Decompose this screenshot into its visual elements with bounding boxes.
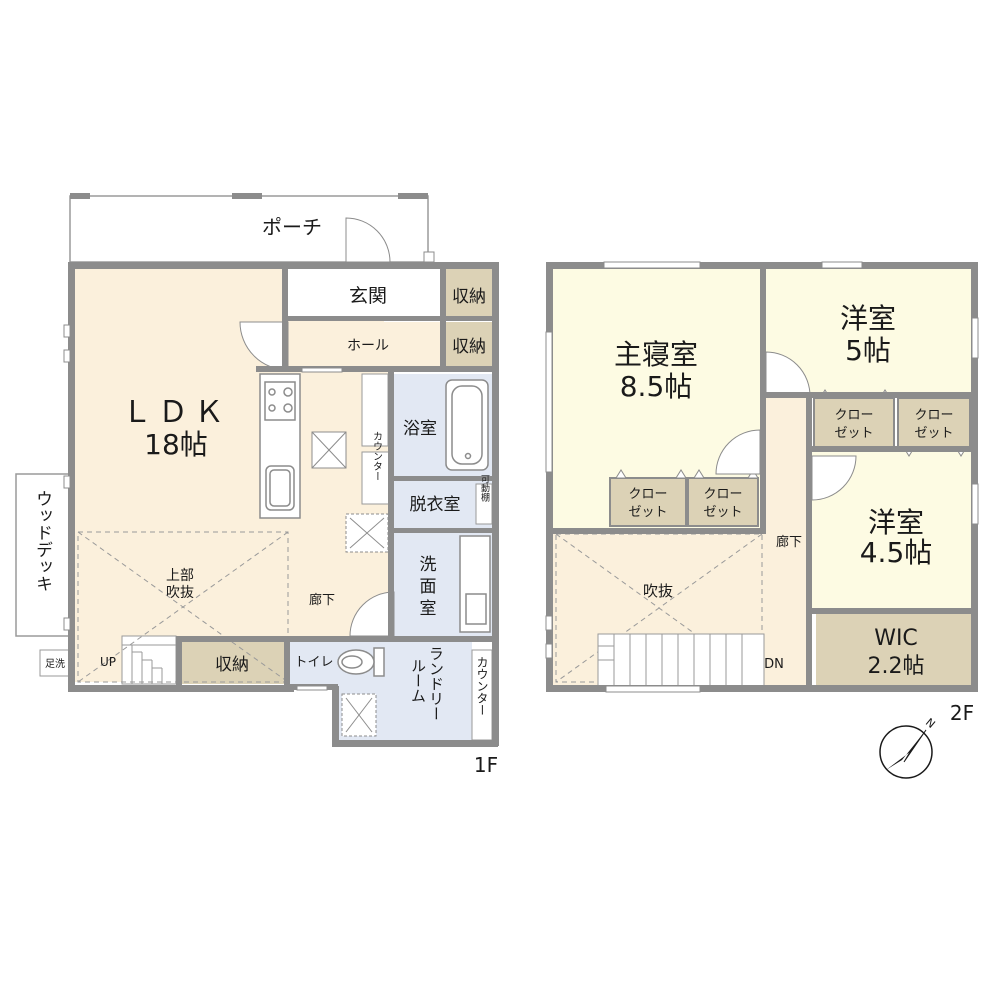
porch-label: ポーチ — [262, 215, 322, 239]
washroom-label-1: 洗 — [420, 555, 437, 575]
up-label: UP — [100, 655, 116, 669]
hall-room — [288, 322, 442, 368]
bath-label: 浴室 — [403, 419, 437, 439]
compass-north-label: N — [923, 716, 938, 731]
toilet-fixture — [337, 647, 385, 677]
wic-room — [816, 614, 972, 686]
kitchen-island — [311, 431, 347, 469]
storage-top2-label: 収納 — [452, 337, 486, 357]
corridor-1f-label: 廊下 — [309, 592, 335, 608]
washroom-label-3: 室 — [420, 599, 437, 619]
counter-2-label: カウンター — [475, 656, 489, 716]
corridor-2f-label: 廊下 — [776, 534, 802, 550]
western1-label: 洋室 — [840, 302, 896, 335]
closet-a-label-1: クロー — [628, 487, 667, 502]
storage-top-2 — [446, 322, 492, 368]
dn-label: DN — [764, 657, 784, 672]
genkan-label: 玄関 — [349, 285, 387, 307]
storage-top-1 — [446, 268, 492, 318]
closet-c-label-1: クロー — [834, 408, 873, 423]
counter-label: カウンター — [371, 431, 383, 481]
floor-1f: ポーチ 玄関 収納 収納 ホール ＬＤＫ 18帖 上部 吹抜 浴室 カウンター … — [15, 193, 499, 777]
hall-label: ホール — [347, 338, 389, 354]
dressing-label: 脱衣室 — [410, 495, 461, 515]
corridor-2f — [766, 396, 812, 686]
footwash-area — [39, 649, 71, 677]
genkan-room — [288, 268, 442, 318]
floor-2f-label: 2F — [950, 701, 974, 725]
closet-c-label-2: ゼット — [834, 426, 873, 441]
compass-icon: N — [879, 716, 938, 779]
stairs-1f — [121, 635, 177, 685]
closet-b — [687, 477, 759, 527]
wood-deck-label: ウッドデッキ — [32, 490, 52, 592]
master-size-label: 8.5帖 — [620, 370, 693, 403]
upper-void-label-1: 上部 — [166, 568, 194, 584]
closet-d — [897, 397, 971, 449]
ldk-size-label: 18帖 — [144, 428, 208, 461]
upper-void-marker — [77, 531, 289, 683]
wic-size-label: 2.2帖 — [868, 654, 925, 679]
storage-bottom — [180, 640, 284, 684]
movable-shelf-label: 可動棚 — [479, 474, 490, 502]
washbasin — [459, 535, 491, 633]
closet-d-label-1: クロー — [914, 408, 953, 423]
upper-void-label-2: 吹抜 — [166, 585, 194, 601]
storage-top1-label: 収納 — [452, 287, 486, 307]
closet-a — [609, 477, 687, 527]
ldk-label: ＬＤＫ — [122, 395, 230, 430]
wic-label: WIC — [874, 626, 918, 651]
closet-a-label-2: ゼット — [628, 505, 667, 520]
western2-size-label: 4.5帖 — [860, 536, 933, 569]
walls-1f — [68, 262, 499, 747]
closet-d-label-2: ゼット — [914, 426, 953, 441]
bathtub — [445, 379, 489, 471]
walls-2f — [546, 262, 978, 692]
toilet-label: トイレ — [294, 655, 333, 670]
stairs-2f — [597, 633, 765, 687]
void-label: 吹抜 — [643, 582, 673, 600]
floor-2f: 主寝室 8.5帖 洋室 5帖 洋室 4.5帖 クロー ゼット クロー ゼット ク… — [545, 261, 979, 725]
laundry-label-2: ルーム — [409, 658, 427, 703]
laundry-label-1: ランドリー — [427, 646, 445, 721]
storage-bottom-label: 収納 — [215, 655, 249, 675]
closet-b-label-2: ゼット — [703, 505, 742, 520]
kitchen-counter — [259, 373, 301, 519]
master-label: 主寝室 — [614, 338, 698, 371]
washroom-label-2: 面 — [420, 577, 437, 597]
western2-label: 洋室 — [868, 506, 924, 539]
footwash-label: 足洗 — [45, 658, 65, 670]
counter-box — [361, 451, 391, 505]
closet-b-label-1: クロー — [703, 487, 742, 502]
western1-size-label: 5帖 — [845, 334, 891, 367]
wood-deck-area — [15, 473, 71, 637]
floor-1f-label: 1F — [474, 753, 498, 777]
